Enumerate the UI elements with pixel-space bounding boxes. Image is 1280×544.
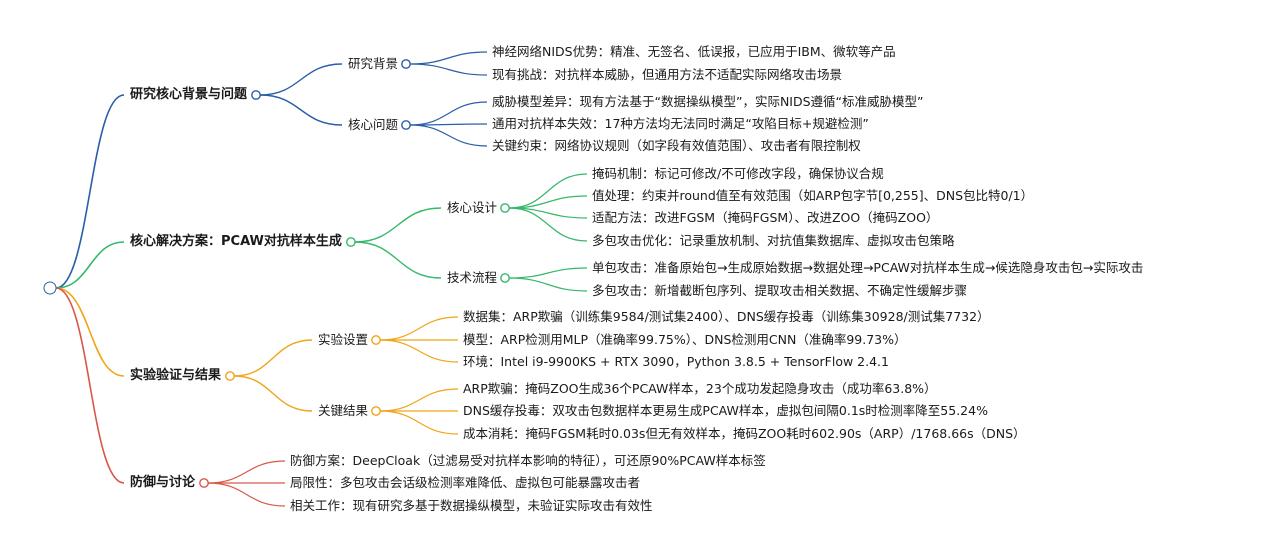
link-s1_1 (354, 241, 442, 279)
node-core-problem[interactable]: 核心问题 (348, 117, 399, 132)
toggle-s0_0[interactable] (401, 59, 411, 69)
link-s0_0 (260, 63, 343, 96)
link-root-c1 (55, 241, 125, 289)
link-root-c2 (55, 287, 125, 377)
link-l3_0 (208, 460, 286, 484)
node-experiment-setup[interactable]: 实验设置 (318, 332, 369, 347)
leaf-multi-packet-optimization: 多包攻击优化：记录重放机制、对抗值集数据库、虚拟攻击包策略 (592, 233, 955, 248)
link-l1_0_1 (509, 195, 588, 209)
node-key-results[interactable]: 关键结果 (318, 403, 369, 418)
toggle-s2_1[interactable] (371, 406, 381, 416)
leaf-arp-result: ARP欺骗：掩码ZOO生成36个PCAW样本，23个成功发起隐身攻击（成功率63… (463, 381, 937, 396)
link-root-c3 (55, 287, 125, 484)
node-research-context[interactable]: 研究背景 (348, 56, 399, 71)
leaf-nids-advantage: 神经网络NIDS优势：精准、无签名、低误报，已应用于IBM、微软等产品 (492, 44, 896, 59)
branch-experiment[interactable]: 实验验证与结果 (130, 368, 222, 383)
link-l0_0_0 (410, 51, 488, 65)
link-l2_0_2 (380, 339, 459, 363)
leaf-single-packet-attack: 单包攻击：准备原始包→生成原始数据→数据处理→PCAW对抗样本生成→候选隐身攻击… (592, 260, 1144, 275)
leaf-limitations: 局限性：多包攻击会话级检测率难降低、虚拟包可能暴露攻击者 (290, 475, 641, 490)
link-l1_0_3 (509, 207, 588, 242)
toggle-s1_0[interactable] (500, 203, 510, 213)
node-core-design[interactable]: 核心设计 (447, 200, 498, 215)
link-l1_0_0 (509, 173, 588, 209)
leaf-adapted-methods: 适配方法：改进FGSM（掩码FGSM）、改进ZOO（掩码ZOO） (592, 210, 939, 225)
link-s0_1 (260, 94, 343, 126)
leaf-key-constraint: 关键约束：网络协议规则（如字段有效值范围）、攻击者有限控制权 (492, 138, 861, 153)
toggle-c2[interactable] (225, 371, 235, 381)
link-s2_0 (234, 339, 313, 377)
link-l3_2 (208, 482, 286, 507)
branch-pcaw-solution[interactable]: 核心解决方案：PCAW对抗样本生成 (130, 234, 342, 249)
leaf-environment: 环境：Intel i9-9900KS + RTX 3090，Python 3.8… (463, 354, 889, 369)
leaf-dataset: 数据集：ARP欺骗（训练集9584/测试集2400）、DNS缓存投毒（训练集30… (463, 309, 990, 324)
leaf-existing-challenge: 现有挑战：对抗样本威胁，但通用方法不适配实际网络攻击场景 (492, 67, 843, 82)
link-l1_1_0 (509, 267, 588, 279)
link-l2_1_2 (380, 410, 459, 435)
link-s1_0 (354, 207, 442, 243)
link-s2_1 (234, 375, 313, 412)
toggle-c1[interactable] (345, 237, 356, 247)
leaf-threat-model-gap: 威胁模型差异：现有方法基于“数据操纵模型”，实际NIDS遵循“标准威胁模型” (492, 94, 924, 109)
toggle-c3[interactable] (199, 478, 209, 488)
toggle-s2_0[interactable] (371, 335, 381, 345)
link-l0_0_1 (410, 63, 488, 76)
toggle-s1_1[interactable] (500, 273, 510, 283)
node-tech-flow[interactable]: 技术流程 (447, 270, 498, 285)
link-l0_1_2 (410, 124, 488, 147)
link-l2_1_0 (380, 388, 459, 412)
leaf-value-processing: 值处理：约束并round值至有效范围（如ARP包字节[0,255]、DNS包比特… (592, 188, 1034, 203)
toggle-c0[interactable] (251, 90, 261, 100)
leaf-multi-packet-attack: 多包攻击：新增截断包序列、提取攻击相关数据、不确定性缓解步骤 (592, 283, 968, 298)
root-node[interactable] (43, 281, 57, 295)
link-l0_1_0 (410, 101, 488, 126)
link-l1_1_1 (509, 277, 588, 292)
leaf-dns-result: DNS缓存投毒：双攻击包数据样本更易生成PCAW样本，虚拟包间隔0.1s时检测率… (463, 403, 988, 418)
link-l2_0_0 (380, 316, 459, 341)
leaf-cost-result: 成本消耗：掩码FGSM耗时0.03s但无有效样本，掩码ZOO耗时602.90s（… (463, 426, 1026, 441)
leaf-mask-mechanism: 掩码机制：标记可修改/不可修改字段，确保协议合规 (592, 166, 884, 181)
toggle-s0_1[interactable] (401, 120, 411, 130)
branch-research-background[interactable]: 研究核心背景与问题 (130, 87, 248, 102)
link-l1_0_2 (509, 207, 588, 219)
leaf-defense-scheme: 防御方案：DeepCloak（过滤易受对抗样本影响的特征），可还原90%PCAW… (290, 453, 766, 468)
branch-defense-discussion[interactable]: 防御与讨论 (130, 475, 196, 490)
leaf-model: 模型：ARP检测用MLP（准确率99.75%）、DNS检测用CNN（准确率99.… (463, 332, 907, 347)
leaf-related-work: 相关工作：现有研究多基于数据操纵模型，未验证实际攻击有效性 (290, 498, 653, 513)
leaf-generic-failure: 通用对抗样本失效：17种方法均无法同时满足“攻陷目标+规避检测” (492, 116, 869, 131)
link-root-c0 (55, 94, 125, 289)
